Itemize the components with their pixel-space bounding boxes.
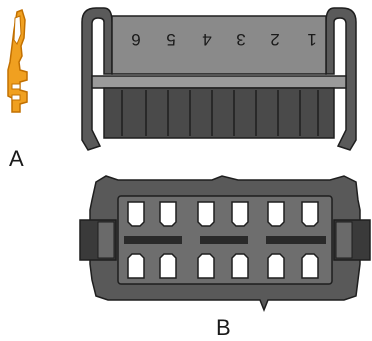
label-b: B — [216, 315, 231, 340]
pin-number-row: 6 5 4 3 2 1 — [131, 30, 316, 49]
connector-ribs — [121, 90, 319, 136]
cavity-bottom-6 — [301, 253, 319, 279]
latch-left — [81, 7, 113, 151]
separator-bar-1 — [124, 236, 182, 244]
pin-number-2: 2 — [270, 30, 279, 49]
connector-flange — [91, 75, 347, 89]
connector-lower-body — [103, 87, 335, 139]
terminal-notch-1 — [11, 83, 21, 90]
label-a: A — [9, 146, 24, 171]
side-lock-right-inner — [335, 221, 353, 259]
cavity-bottom-1 — [127, 253, 145, 279]
cavity-row-bottom — [127, 253, 319, 279]
cavity-bottom-4 — [231, 253, 249, 279]
separator-bar-2 — [200, 236, 248, 244]
connector-top-body — [111, 15, 327, 75]
cavity-top-2 — [159, 201, 177, 227]
cavity-top-3 — [197, 201, 215, 227]
cavity-top-1 — [127, 201, 145, 227]
connector-face-view — [79, 175, 371, 313]
pin-number-3: 3 — [236, 30, 245, 49]
pin-number-6: 6 — [131, 30, 140, 49]
side-lock-left-inner — [97, 221, 115, 259]
cavity-top-5 — [267, 201, 285, 227]
cavity-bottom-2 — [159, 253, 177, 279]
latch-right — [325, 7, 357, 151]
terminal-notch-2 — [11, 94, 21, 101]
pin-number-5: 5 — [166, 30, 175, 49]
cavity-bottom-3 — [197, 253, 215, 279]
cavity-top-4 — [231, 201, 249, 227]
cavity-bottom-5 — [267, 253, 285, 279]
separator-bar-3 — [266, 236, 326, 244]
cavity-row-top — [127, 201, 319, 227]
terminal-a — [7, 8, 28, 113]
terminal-spring-window — [13, 15, 22, 46]
pin-number-1: 1 — [307, 30, 316, 49]
connector-side-view: 6 5 4 3 2 1 — [81, 7, 357, 151]
pin-number-4: 4 — [202, 30, 211, 49]
cavity-top-6 — [301, 201, 319, 227]
